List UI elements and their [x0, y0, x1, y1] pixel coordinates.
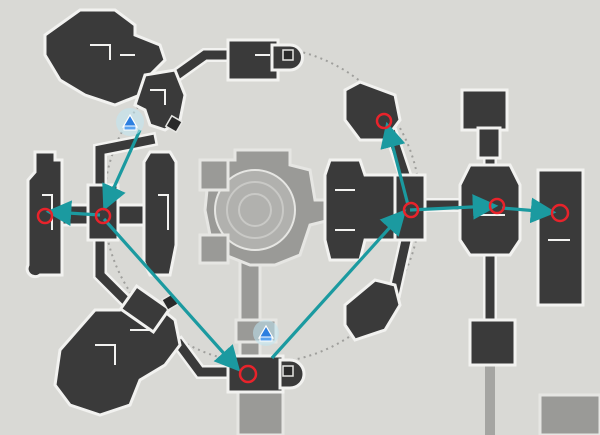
marker-east-junction[interactable]: [402, 201, 420, 219]
doors: [160, 49, 294, 377]
east-block: [323, 80, 427, 342]
teleport-anchor-icon[interactable]: [253, 320, 279, 346]
route-segment: [45, 200, 101, 226]
marker-east-hub[interactable]: [488, 197, 506, 215]
route-segment: [501, 197, 557, 224]
marker-west-room[interactable]: [36, 207, 54, 225]
route-segment: [270, 209, 407, 360]
east-hub: [458, 88, 585, 367]
west-block: [25, 150, 178, 279]
route-segment: [102, 217, 241, 372]
marker-northeast-room[interactable]: [375, 112, 393, 130]
route-segment: [409, 194, 499, 220]
objective-markers: [36, 112, 570, 384]
teleport-anchor-icon[interactable]: [116, 108, 144, 136]
route-segment: [102, 129, 142, 211]
north-room: [226, 38, 304, 82]
marker-west-hub[interactable]: [94, 207, 112, 225]
marker-far-east-room[interactable]: [550, 203, 570, 223]
northwest-wing: [43, 8, 187, 132]
southwest-wing: [53, 283, 182, 417]
marker-south-room[interactable]: [238, 364, 258, 384]
route-path: [45, 121, 557, 372]
route-segment: [380, 121, 410, 206]
